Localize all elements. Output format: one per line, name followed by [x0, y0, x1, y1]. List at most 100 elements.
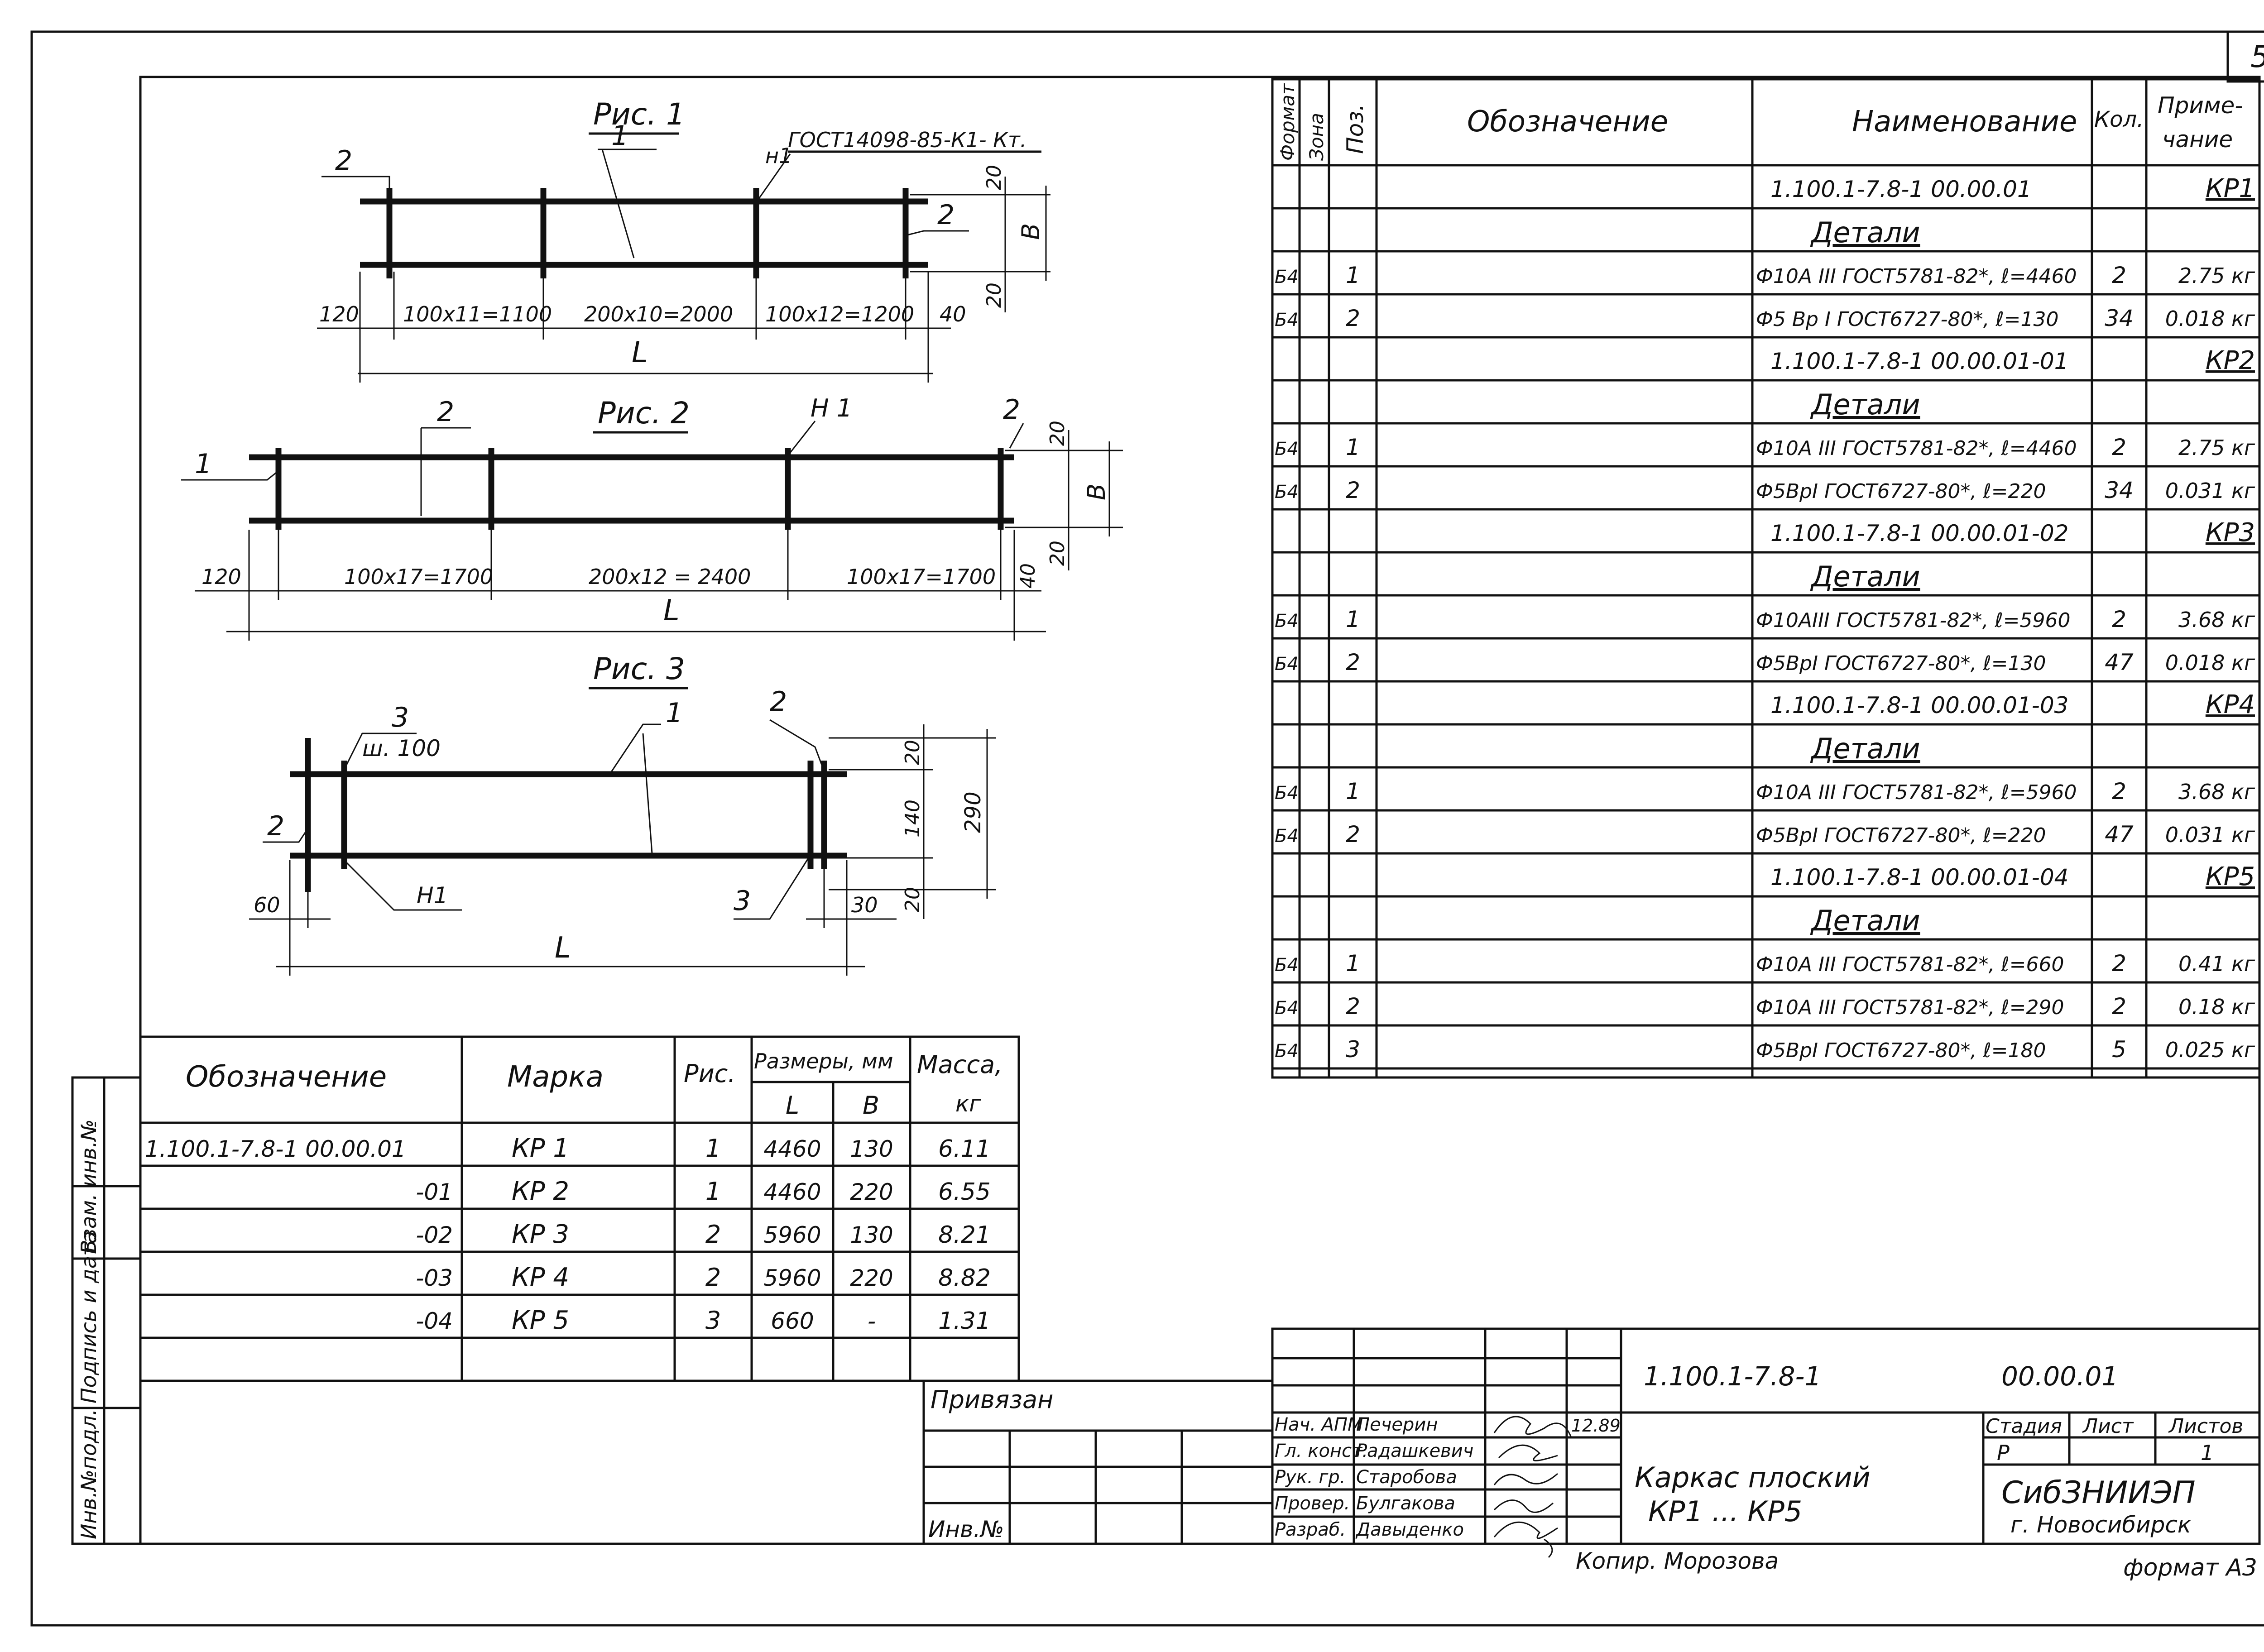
spec-row-note: 3.68 кг [2178, 608, 2255, 632]
marks-row-fig: 2 [705, 1220, 721, 1249]
marks-row-mark: КР 1 [512, 1134, 569, 1163]
fig1-n1: н1 [765, 144, 792, 168]
marks-row-B: 130 [850, 1222, 893, 1248]
fig3-vdim-140: 140 [901, 800, 924, 838]
staff-name: Радашкевич [1356, 1441, 1473, 1461]
spec-row-note: 0.018 кг [2165, 306, 2255, 331]
spec-row-pos: 2 [1346, 305, 1360, 331]
spec-row-qty: 2 [2112, 993, 2126, 1020]
spec-row-qty: 2 [2112, 950, 2126, 977]
marks-row-L: 5960 [763, 1222, 821, 1248]
spec-section-label: Детали [1810, 216, 1920, 249]
marks-row-mark: КР 3 [512, 1220, 569, 1249]
fig3-seg-30: 30 [851, 893, 878, 917]
fig3-L: L [555, 931, 571, 965]
spec-header-designation: Обозначение [1467, 105, 1668, 139]
marks-row-designation: -01 [416, 1179, 453, 1205]
spec-row-format: Б4 [1275, 310, 1299, 330]
fig1-L: L [632, 336, 648, 369]
approval-date: 12.89 [1571, 1416, 1621, 1436]
marks-row-mass: 6.55 [938, 1178, 991, 1206]
marks-row-L: 4460 [763, 1179, 821, 1205]
spec-row-format: Б4 [1275, 611, 1299, 632]
spec-header-note-2: чание [2162, 126, 2233, 153]
side-stamp-inv: Инв.№подл. [77, 1409, 101, 1539]
spec-row-note: 0.025 кг [2165, 1038, 2255, 1062]
signatures [1493, 1416, 1572, 1558]
spec-item-name: Ф10А III ГОСТ5781-82*, ℓ=5960 [1756, 781, 2077, 804]
marks-table: Обозначение Марка Рис. Размеры, мм L В М… [139, 1035, 1020, 1382]
fig3-pos-2-left: 2 [267, 810, 284, 842]
marks-header-fig: Рис. [684, 1059, 736, 1088]
spec-header-note-1: Приме- [2158, 92, 2243, 119]
org-name: СибЗНИИЭП [2001, 1475, 2196, 1511]
fig3-pos-3-bottom: 3 [734, 885, 751, 917]
spec-row-format: Б4 [1275, 998, 1299, 1019]
spec-item-name: Ф10А III ГОСТ5781-82*, ℓ=4460 [1756, 265, 2077, 288]
spec-row-format: Б4 [1275, 439, 1299, 460]
fig1-seg-2: 200х10=2000 [584, 302, 733, 326]
figure-2: Рис. 2 2 1 Н 1 2 120 100х17=1700 200х12 … [181, 394, 1123, 641]
spec-item-name: Ф5ВрI ГОСТ6727-80*, ℓ=180 [1756, 1039, 2046, 1062]
fig3-seg-60: 60 [254, 893, 280, 917]
spec-header-name: Наименование [1852, 105, 2077, 139]
fig1-seg-3: 100х12=1200 [765, 302, 914, 326]
marks-row-designation: -02 [416, 1222, 453, 1248]
spec-row-pos: 1 [1346, 606, 1360, 632]
spec-row-note: КР1 [2206, 174, 2255, 203]
marks-row-mark: КР 2 [512, 1177, 569, 1206]
spec-row-note: КР3 [2206, 518, 2255, 547]
spec-row-note: КР2 [2206, 346, 2255, 375]
marks-row-mass: 8.82 [938, 1264, 991, 1292]
spec-row-qty: 47 [2105, 821, 2134, 848]
spec-row-pos: 2 [1346, 477, 1360, 503]
side-stamp: Инв.№подл. Подпись и дата Взам. инв.№ [71, 1076, 142, 1545]
title-code-suffix: 00.00.01 [2001, 1361, 2118, 1392]
title-block: 1.100.1-7.8-1 00.00.01 Каркас плоский КР… [1271, 1327, 2261, 1558]
fig2-pos-1: 2 [437, 396, 454, 428]
fig3-vdim-20-bottom: 20 [901, 887, 924, 912]
fig3-title: Рис. 3 [593, 651, 685, 686]
spec-row-format: Б4 [1275, 955, 1299, 976]
marks-row-L: 4460 [763, 1136, 821, 1162]
copy-label: Копир. Морозова [1576, 1548, 1779, 1574]
spec-item-name: Ф5ВрI ГОСТ6727-80*, ℓ=130 [1756, 652, 2046, 675]
spec-row-pos: 1 [1346, 434, 1360, 460]
spec-assembly-designation: 1.100.1-7.8-1 00.00.01-02 [1770, 520, 2068, 546]
spec-item-name: Ф5 Вр I ГОСТ6727-80*, ℓ=130 [1756, 308, 2059, 331]
marks-row-mark: КР 5 [512, 1306, 569, 1335]
spec-assembly-designation: 1.100.1-7.8-1 00.00.01-03 [1770, 692, 2068, 718]
marks-row-mass: 1.31 [938, 1307, 991, 1335]
staff-role: Провер. [1275, 1493, 1350, 1514]
spec-row-qty: 5 [2112, 1036, 2126, 1063]
spec-header-zone: Зона [1305, 113, 1328, 161]
spec-row-note: 0.031 кг [2165, 823, 2255, 847]
spec-header-pos: Поз. [1342, 104, 1368, 154]
fig2-vdim-bottom: 20 [1046, 541, 1069, 566]
spec-row-pos: 1 [1346, 778, 1360, 804]
spec-row-qty: 34 [2105, 305, 2134, 331]
marks-row-designation: 1.100.1-7.8-1 00.00.01 [145, 1136, 406, 1162]
title-code: 1.100.1-7.8-1 [1644, 1361, 1821, 1392]
fig2-title: Рис. 2 [598, 396, 690, 431]
stage-value: Р [1997, 1441, 2010, 1465]
marks-header-B: В [863, 1091, 879, 1120]
fig3-pos-3-top: 3 [392, 702, 409, 733]
spec-header-qty: Кол. [2094, 107, 2144, 132]
fig2-pos-2-right: 2 [1003, 394, 1020, 426]
marks-row-B: 130 [850, 1136, 893, 1162]
fig3-pos-1: 1 [666, 697, 683, 729]
stage-header: Стадия [1986, 1415, 2062, 1438]
sheets-header: Листов [2168, 1415, 2243, 1438]
spec-row-qty: 34 [2105, 477, 2134, 503]
marks-row-B: 220 [850, 1179, 893, 1205]
marks-header-mass-unit: кг [955, 1091, 981, 1117]
spec-assembly-designation: 1.100.1-7.8-1 00.00.01 [1770, 176, 2032, 202]
spec-row-format: Б4 [1275, 482, 1299, 503]
spec-row-pos: 2 [1346, 821, 1360, 848]
spec-row-format: Б4 [1275, 1041, 1299, 1062]
spec-row-note: 0.18 кг [2178, 995, 2255, 1019]
spec-row-note: КР5 [2206, 862, 2255, 891]
fig2-vdim-top: 20 [1046, 421, 1069, 446]
staff-name: Давыденко [1355, 1519, 1464, 1540]
